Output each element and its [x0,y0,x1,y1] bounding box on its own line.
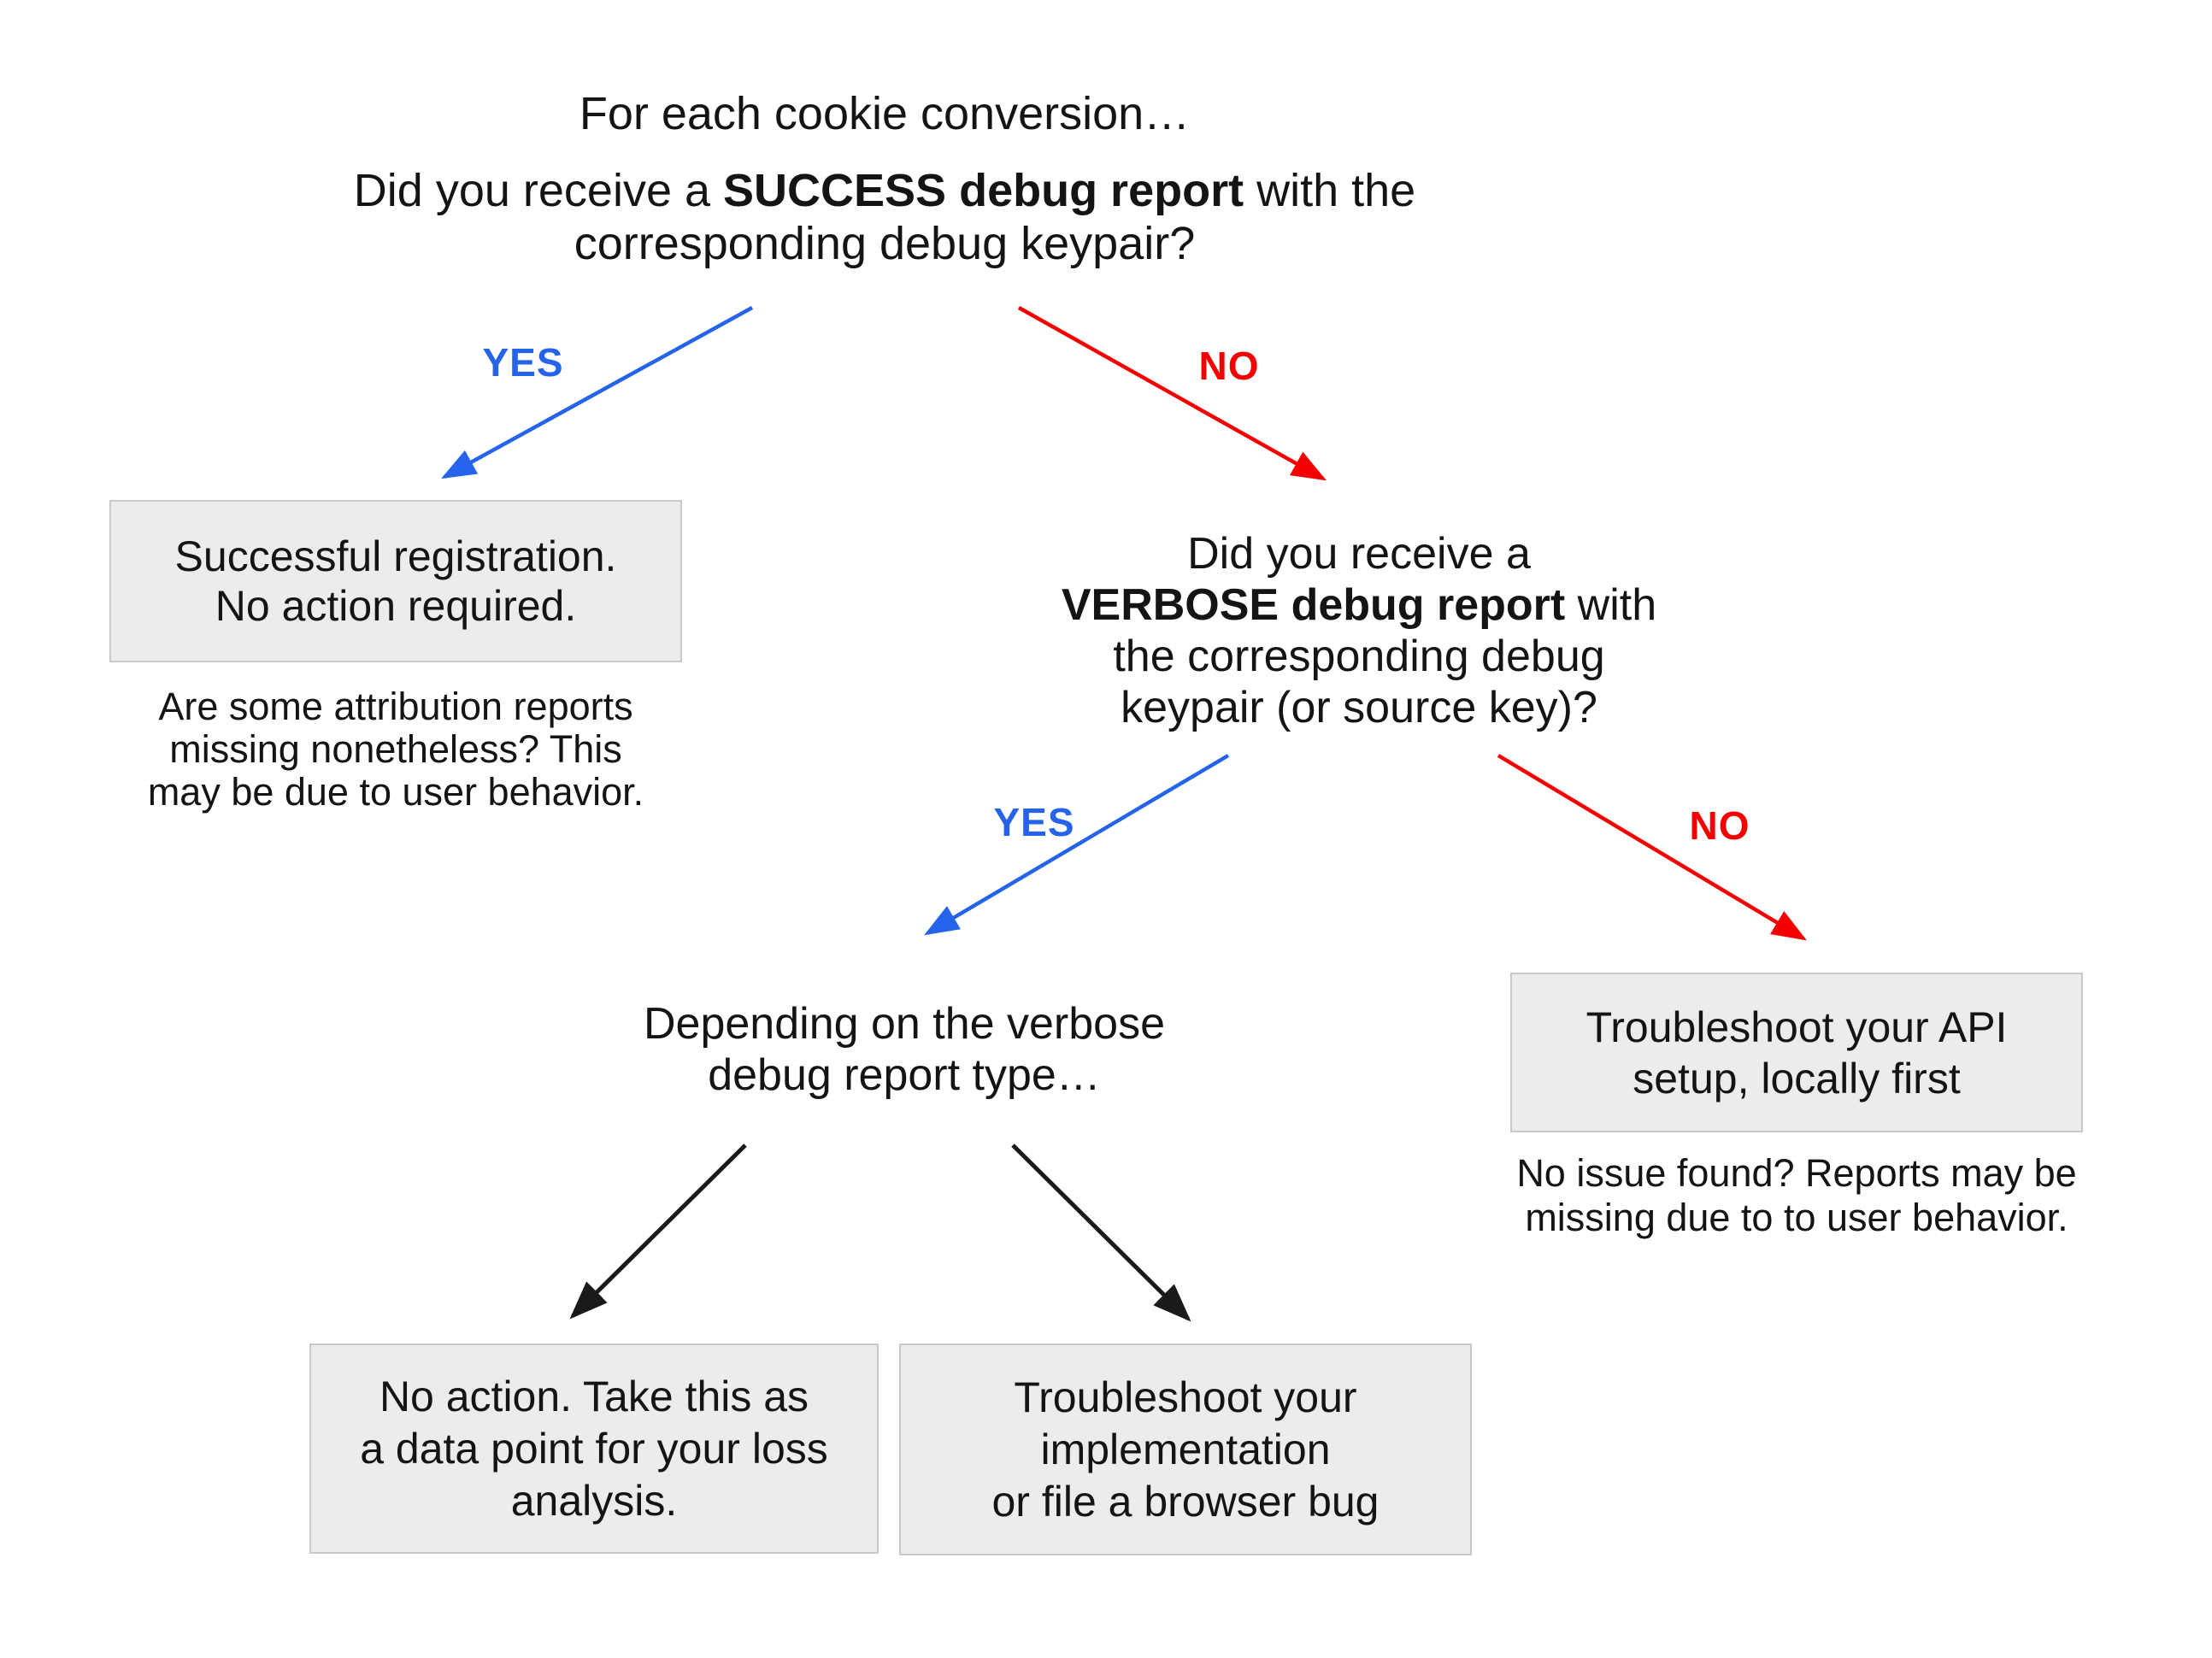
box-troubleshoot-api: Troubleshoot your API setup, locally fir… [1510,973,2083,1132]
yes-label-2: YES [993,800,1075,844]
no-label-2: NO [1689,803,1750,848]
box-troubleshoot-implementation: Troubleshoot your implementation or file… [899,1343,1472,1555]
no-label-1: NO [1198,344,1260,388]
box-api-line2: setup, locally first [1633,1054,1961,1102]
yes-label-1: YES [482,340,564,385]
box-successful-registration: Successful registration. No action requi… [109,500,682,662]
no-arrow-1 [1017,306,1327,481]
question-verbose-line3: the corresponding debug [1113,632,1605,681]
question-success-line2: corresponding debug keypair? [574,218,1196,269]
verbose-left-arrow [569,1144,747,1320]
depending-on-verbose-type: Depending on the verbose debug report ty… [643,999,1165,1100]
box-successful-line1: Successful registration. [174,532,617,580]
box-api-line1: Troubleshoot your API [1585,1002,2008,1051]
question-verbose-line4: keypair (or source key)? [1121,683,1597,732]
diagram-title: For each cookie conversion… [579,88,1191,139]
box-successful-line2: No action required. [215,582,577,630]
yes-arrow-1 [441,306,754,479]
question-success-line1: Did you receive a SUCCESS debug report w… [353,165,1416,216]
verbose-right-arrow [1011,1144,1191,1322]
question-verbose-line1: Did you receive a [1187,529,1531,579]
note-no-issue-found: No issue found? Reports may be missing d… [1516,1151,2077,1239]
box-no-action-loss-analysis: No action. Take this as a data point for… [309,1343,879,1554]
question-verbose-line2: VERBOSE debug report with [1061,580,1657,630]
question-verbose-report: Did you receive a VERBOSE debug report w… [974,528,1744,733]
note-attribution-reports: Are some attribution reports missing non… [147,685,644,814]
question-success-report: Did you receive a SUCCESS debug report w… [201,164,1568,270]
